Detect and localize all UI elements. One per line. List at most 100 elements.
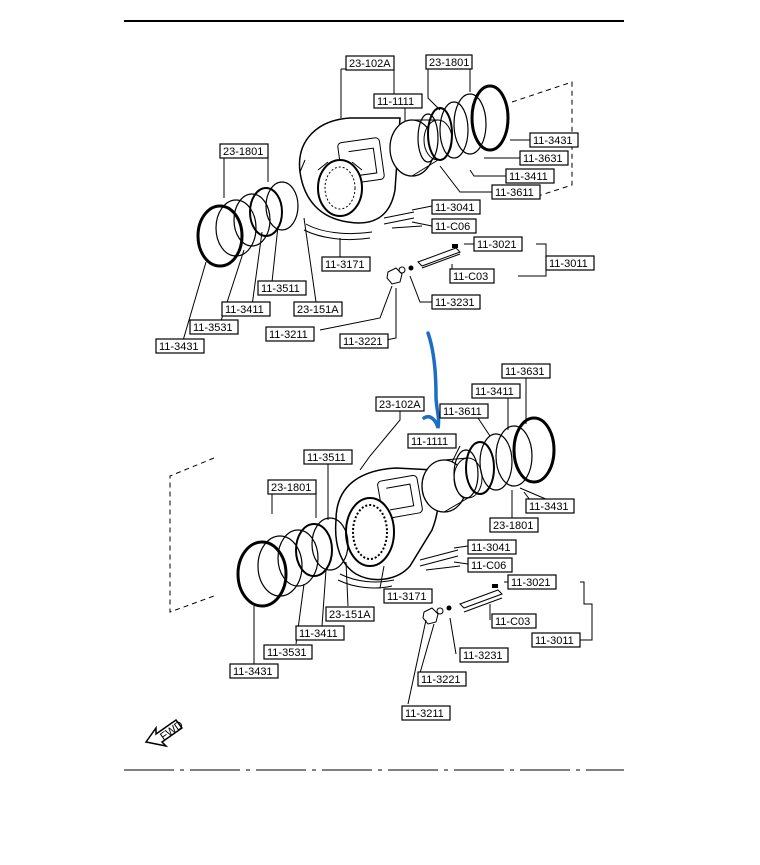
svg-text:11-3431: 11-3431 <box>533 135 573 147</box>
bottom-seal-strip-a <box>339 573 395 583</box>
bottom-left-rings <box>236 517 349 608</box>
top-corner-seal <box>386 267 403 285</box>
label-11-3221: 11-3221 <box>417 671 467 687</box>
top-labels: 23-102A 23-1801 11-1111 11-3431 11-3631 … <box>155 54 595 354</box>
fwd-arrow: FWD <box>144 719 186 748</box>
svg-text:11-3041: 11-3041 <box>435 202 475 214</box>
svg-text:11-3021: 11-3021 <box>511 577 551 589</box>
svg-text:11-3631: 11-3631 <box>505 366 545 378</box>
bottom-seal-strip-b <box>337 579 393 589</box>
svg-text:11-3221: 11-3221 <box>343 336 383 348</box>
label-23-1801: 23-1801 <box>425 54 473 70</box>
svg-text:11-3021: 11-3021 <box>477 239 517 251</box>
svg-text:11-3431: 11-3431 <box>233 666 273 678</box>
bottom-dashed-outline <box>169 457 215 613</box>
top-seal-strip-a <box>305 223 373 235</box>
top-side-seal-3 <box>391 225 423 229</box>
label-11-3021: 11-3021 <box>473 236 523 252</box>
svg-text:23-102A: 23-102A <box>349 58 391 70</box>
top-apex-seal-1 <box>417 247 461 267</box>
label-11-3171: 11-3171 <box>321 256 371 272</box>
svg-text:11-3211: 11-3211 <box>405 708 444 720</box>
label-11-3411: 11-3411 <box>505 168 555 184</box>
label-11-c03: 11-C03 <box>491 613 537 629</box>
top-diagram: 23-102A 23-1801 11-1111 11-3431 11-3631 … <box>155 54 595 354</box>
bottom-apex-seal-1 <box>459 589 503 609</box>
svg-text:11-3231: 11-3231 <box>463 650 503 662</box>
label-11-3631: 11-3631 <box>501 363 551 379</box>
svg-text:FWD: FWD <box>158 719 185 743</box>
label-11-3041: 11-3041 <box>467 539 517 555</box>
bottom-rotor-housing <box>334 467 440 581</box>
label-11-3411: 11-3411 <box>471 383 521 399</box>
svg-text:11-3611: 11-3611 <box>443 406 482 418</box>
top-seal-strip-b <box>303 229 371 241</box>
bottom-side-seal-1 <box>419 549 459 561</box>
svg-text:23-102A: 23-102A <box>379 399 421 411</box>
bottom-apex-spring <box>492 584 498 588</box>
label-11-3411: 11-3411 <box>295 625 345 641</box>
svg-text:23-1801: 23-1801 <box>271 482 311 494</box>
top-side-seal-1 <box>383 211 415 219</box>
annotation-arrow <box>422 331 441 429</box>
bottom-side-seal-2 <box>419 555 459 567</box>
svg-text:11-3431: 11-3431 <box>159 341 199 353</box>
label-11-3511: 11-3511 <box>257 280 307 296</box>
bottom-apex-seal-2 <box>463 597 503 613</box>
label-11-3171: 11-3171 <box>383 588 433 604</box>
label-11-3221: 11-3221 <box>339 333 389 349</box>
label-11-3231: 11-3231 <box>431 294 481 310</box>
label-23-151a: 23-151A <box>325 606 375 622</box>
top-spring-b <box>408 265 414 271</box>
top-left-rings <box>196 181 299 268</box>
top-rotor-housing <box>298 117 401 224</box>
label-11-3041: 11-3041 <box>431 199 481 215</box>
label-11-3611: 11-3611 <box>439 403 489 419</box>
label-11-3611: 11-3611 <box>491 184 541 200</box>
label-23-1801: 23-1801 <box>489 517 539 533</box>
label-11-c06: 11-C06 <box>431 218 477 234</box>
label-11-1111: 11-1111 <box>373 93 423 109</box>
top-side-seal-2 <box>383 217 415 225</box>
label-11-1111: 11-1111 <box>407 433 457 449</box>
svg-text:23-1801: 23-1801 <box>223 146 263 158</box>
label-11-3211: 11-3211 <box>401 705 451 721</box>
label-11-3531: 11-3531 <box>263 644 313 660</box>
svg-text:11-3411: 11-3411 <box>509 171 548 183</box>
label-11-c06: 11-C06 <box>467 557 513 573</box>
svg-text:23-151A: 23-151A <box>297 304 339 316</box>
bottom-diagram: 11-3631 11-3411 23-102A 11-3611 11-1111 … <box>169 363 593 721</box>
label-11-3021: 11-3021 <box>507 574 557 590</box>
bottom-spring-a <box>436 607 444 615</box>
label-23-102a: 23-102A <box>375 396 425 412</box>
label-11-3011: 11-3011 <box>545 255 595 271</box>
label-11-3431: 11-3431 <box>155 338 205 354</box>
bottom-right-rings <box>453 416 556 499</box>
bottom-spring-b <box>446 605 452 611</box>
svg-text:11-1111: 11-1111 <box>377 96 414 108</box>
svg-text:11-3221: 11-3221 <box>421 674 461 686</box>
svg-text:11-3631: 11-3631 <box>523 153 563 165</box>
svg-text:11-3011: 11-3011 <box>535 635 574 647</box>
label-11-3531: 11-3531 <box>189 319 239 335</box>
svg-text:23-1801: 23-1801 <box>493 520 533 532</box>
top-spring-a <box>398 266 406 274</box>
svg-text:11-3231: 11-3231 <box>435 297 475 309</box>
label-11-3411: 11-3411 <box>221 301 271 317</box>
svg-text:23-1801: 23-1801 <box>429 57 469 69</box>
label-11-3211: 11-3211 <box>265 326 315 342</box>
svg-text:11-3511: 11-3511 <box>261 283 300 295</box>
svg-text:11-3211: 11-3211 <box>269 329 308 341</box>
label-23-1801: 23-1801 <box>267 479 317 495</box>
svg-text:11-3511: 11-3511 <box>307 452 346 464</box>
label-23-102a: 23-102A <box>345 55 395 71</box>
top-apex-seal-2 <box>421 253 461 269</box>
svg-text:11-3011: 11-3011 <box>549 258 588 270</box>
bottom-stationary-gear <box>421 457 483 513</box>
label-11-3011: 11-3011 <box>531 632 581 648</box>
label-11-3231: 11-3231 <box>459 647 509 663</box>
svg-text:11-3411: 11-3411 <box>475 386 514 398</box>
bottom-side-seal-3 <box>425 565 461 571</box>
svg-text:11-3531: 11-3531 <box>267 647 307 659</box>
